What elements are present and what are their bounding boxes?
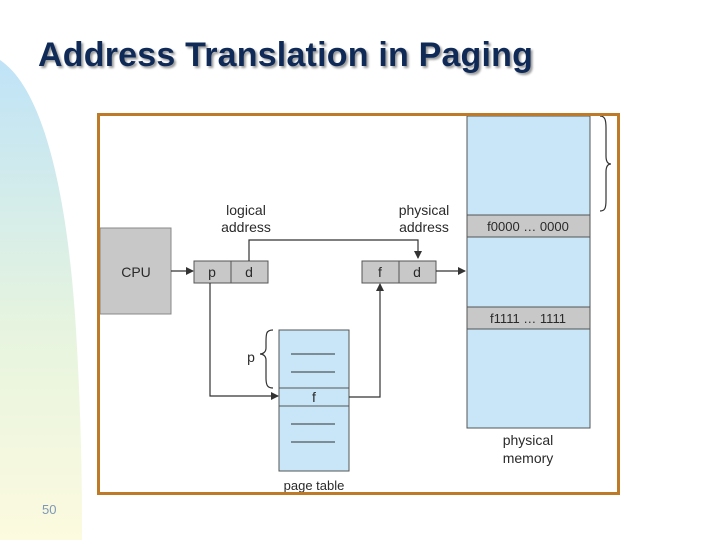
- physical-memory-caption-line2: memory: [503, 450, 554, 466]
- page-table-caption: page table: [284, 478, 345, 492]
- logical-address-label-line2: address: [221, 219, 271, 235]
- offset-d-connector: [248, 239, 422, 261]
- physical-memory-caption-line1: physical: [503, 432, 554, 448]
- page-index-label: p: [247, 349, 255, 365]
- logical-address-label-line1: logical: [226, 202, 266, 218]
- physical-f-text: f: [378, 264, 382, 280]
- memory-frame-start-text: f0000 … 0000: [487, 219, 569, 234]
- logical-d-text: d: [245, 264, 253, 280]
- page-number-to-table-arrow: [209, 283, 279, 400]
- physical-address-label-line1: physical: [399, 202, 450, 218]
- memory-frame-end-text: f1111 … 1111: [490, 311, 566, 326]
- physical-memory-box: [466, 116, 591, 429]
- frame-to-physical-arrow: [349, 283, 384, 398]
- left-swoosh-shape: [0, 60, 82, 540]
- logical-p-text: p: [208, 264, 216, 280]
- memory-frame-start-row: [466, 214, 591, 238]
- page-index-brace: [259, 329, 274, 389]
- page-table-frame-text: f: [312, 389, 316, 405]
- physical-address-d-cell: [398, 260, 437, 284]
- physical-d-text: d: [413, 264, 421, 280]
- slide-number: 50: [42, 502, 57, 517]
- slide-title: Address Translation in Paging: [38, 36, 534, 74]
- paging-translation-diagram: CPU logical address physical address p d…: [100, 116, 612, 492]
- diagram-frame: CPU logical address physical address p d…: [97, 113, 620, 495]
- memory-frame-end-row: [466, 306, 591, 330]
- cpu-label: CPU: [121, 264, 151, 280]
- memory-top-brace: [599, 116, 612, 212]
- physical-address-label-line2: address: [399, 219, 449, 235]
